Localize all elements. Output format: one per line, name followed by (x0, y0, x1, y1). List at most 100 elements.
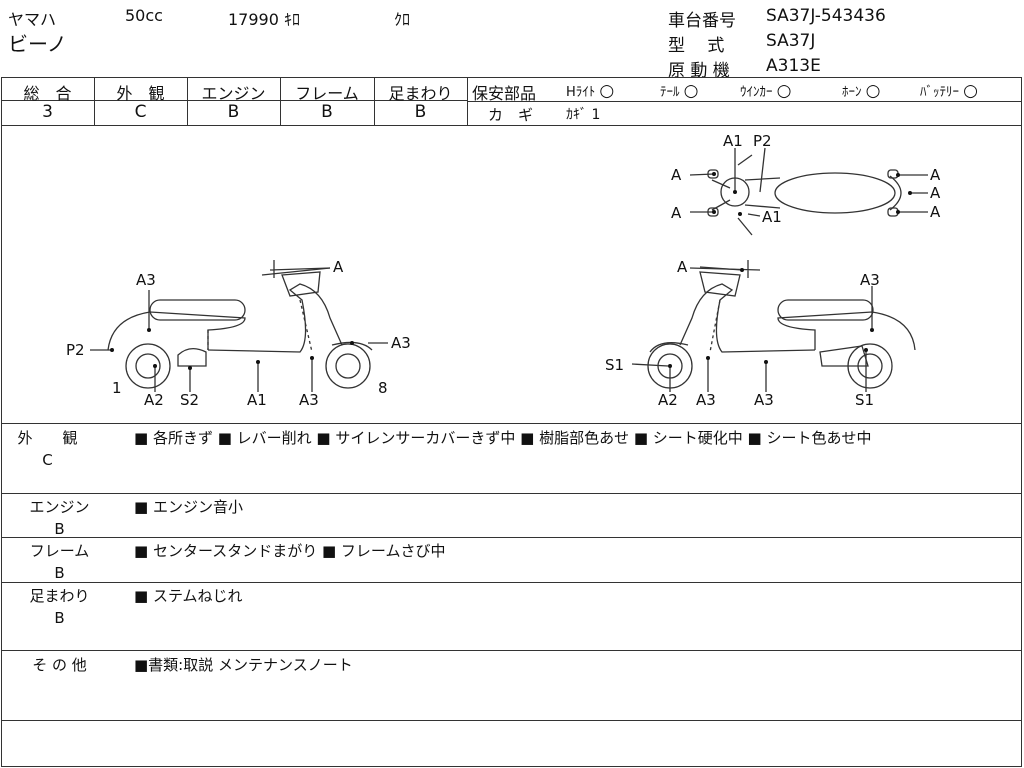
safety-item-name: Hﾗｲﾄ (566, 85, 596, 100)
diagram-bottom (1, 423, 1022, 424)
section-text-exterior: ■ 各所きず ■ レバー削れ ■ サイレンサーカバーきず中 ■ 樹脂部色あせ ■… (134, 429, 872, 447)
diagram-label-right-a3-front: A3 (696, 391, 716, 409)
diagram-label-left-8: 8 (378, 379, 388, 397)
diagram-label-left-a3-floor: A3 (299, 391, 319, 409)
safety-parts-label: 保安部品 (472, 84, 537, 103)
diagram-label-left-a1: A1 (247, 391, 267, 409)
diagram-label-right-s1-rear: S1 (855, 391, 874, 409)
report-frame (1, 77, 1022, 767)
safety-item-battery: ﾊﾞｯﾃﾘｰ ○ (920, 81, 978, 101)
safety-item-status: ○ (865, 81, 881, 101)
diagram-label-left-a-handlebar: A (333, 258, 344, 276)
grid-col-1 (94, 77, 95, 125)
diagram-label-top-p2: P2 (753, 132, 772, 150)
safety-item-name: ﾎｰﾝ (842, 85, 862, 100)
section-label-title: フレーム (29, 542, 90, 560)
diagram-label-left-p2: P2 (66, 341, 85, 359)
diagram-label-top-a-rear-upper: A (930, 166, 941, 184)
safety-item-name: ﾊﾞｯﾃﾘｰ (920, 85, 959, 100)
diagram-label-left-a3-front: A3 (391, 334, 411, 352)
grid-col-5 (467, 77, 468, 125)
section-label-suspension: 足まわり B (12, 585, 107, 629)
grade-value-exterior: C (134, 102, 147, 122)
section-label-frame: フレーム B (12, 540, 107, 584)
diagram-label-left-s2: S2 (180, 391, 199, 409)
damage-diagram: A A3 P2 A3 1 A2 S2 A1 A3 8 A A3 S1 A2 A3… (66, 132, 941, 409)
safety-item-status: ○ (776, 81, 792, 101)
section-text-suspension: ■ ステムねじれ (134, 587, 243, 605)
diagram-label-left-a3-seat: A3 (136, 271, 156, 289)
grade-value-frame: B (321, 102, 333, 122)
scooter-top-view (707, 154, 902, 236)
diagram-label-right-a3-seat: A3 (860, 271, 880, 289)
section-text-other: ■書類:取説 メンテナンスノート (134, 656, 353, 674)
engine-value: A313E (766, 56, 821, 76)
frame-no-label: 車台番号 (668, 11, 736, 31)
section-label-title: 足まわり (29, 587, 90, 605)
section-label-grade: B (54, 564, 65, 582)
section-text-engine: ■ エンジン音小 (134, 498, 243, 516)
safety-item-taillight: ﾃｰﾙ ○ (660, 81, 698, 101)
section-label-title: エンジン (29, 498, 90, 516)
grade-header-suspension: 足まわり (388, 84, 453, 103)
color: ｸﾛ (394, 10, 411, 29)
grade-value-engine: B (227, 102, 240, 122)
diagram-label-right-a3-floor: A3 (754, 391, 774, 409)
grade-value-suspension: B (414, 102, 427, 122)
section-label-title: そ の 他 (32, 656, 87, 674)
grid-col-3 (280, 77, 281, 125)
diagram-label-top-a-rear-lower: A (930, 203, 941, 221)
grade-header-frame: フレーム (295, 84, 359, 103)
model-name: ビーノ (8, 32, 67, 56)
diagram-label-right-s1-front: S1 (605, 356, 624, 374)
section-label-other: そ の 他 (12, 654, 107, 676)
grade-header-exterior: 外 観 (116, 84, 165, 103)
diagram-label-top-a1: A1 (723, 132, 743, 150)
safety-item-horn: ﾎｰﾝ ○ (842, 81, 880, 101)
key-label: カ ギ (488, 106, 534, 124)
grade-row-divider (1, 100, 468, 101)
mileage: 17990 ｷﾛ (228, 10, 300, 29)
diagram-label-top-a1-lower: A1 (762, 208, 782, 226)
section-text-frame: ■ センタースタンドまがり ■ フレームさび中 (134, 542, 446, 560)
section-divider-4 (1, 650, 1022, 651)
displacement: 50cc (125, 6, 163, 25)
frame-no: SA37J-543436 (766, 6, 886, 26)
section-divider-2 (1, 537, 1022, 538)
diagram-label-right-a-handlebar: A (677, 258, 688, 276)
section-label-engine: エンジン B (12, 496, 107, 540)
diagram-label-top-a-rear-mid: A (930, 184, 941, 202)
maker: ヤマハ (8, 10, 57, 29)
type-label: 型 式 (668, 36, 725, 56)
section-divider-3 (1, 582, 1022, 583)
grid-bottom (1, 125, 1022, 126)
type-value: SA37J (766, 31, 816, 51)
safety-item-name: ﾃｰﾙ (660, 85, 680, 100)
section-label-grade: B (54, 609, 65, 627)
section-divider-1 (1, 493, 1022, 494)
safety-item-status: ○ (599, 81, 615, 101)
scooter-right-side-view (647, 260, 916, 389)
grade-header-engine: エンジン (201, 84, 266, 103)
diagram-label-top-a-mirror-upper: A (671, 166, 682, 184)
section-label-exterior: 外 観 C (0, 427, 95, 471)
safety-item-status: ○ (963, 81, 978, 101)
safety-item-headlight: Hﾗｲﾄ ○ (566, 81, 614, 101)
grade-value-overall: 3 (42, 102, 53, 122)
grid-col-4 (374, 77, 375, 125)
safety-item-winker: ｳｲﾝｶｰ ○ (740, 81, 791, 101)
engine-label: 原 動 機 (668, 61, 730, 81)
safety-item-status: ○ (683, 81, 699, 101)
scooter-left-side-view (107, 260, 373, 389)
section-label-grade: C (42, 451, 53, 469)
safety-item-name: ｳｲﾝｶｰ (740, 85, 773, 100)
diagram-label-top-a-mirror-lower: A (671, 204, 682, 222)
section-label-title: 外 観 (17, 429, 78, 447)
key-value: ｶｷﾞ 1 (566, 107, 601, 123)
section-divider-5 (1, 720, 1022, 721)
diagram-label-left-1: 1 (112, 379, 122, 397)
safety-row-divider (467, 101, 1022, 102)
grade-header-overall: 総 合 (23, 84, 72, 103)
grid-col-2 (187, 77, 188, 125)
diagram-label-left-a2: A2 (144, 391, 164, 409)
